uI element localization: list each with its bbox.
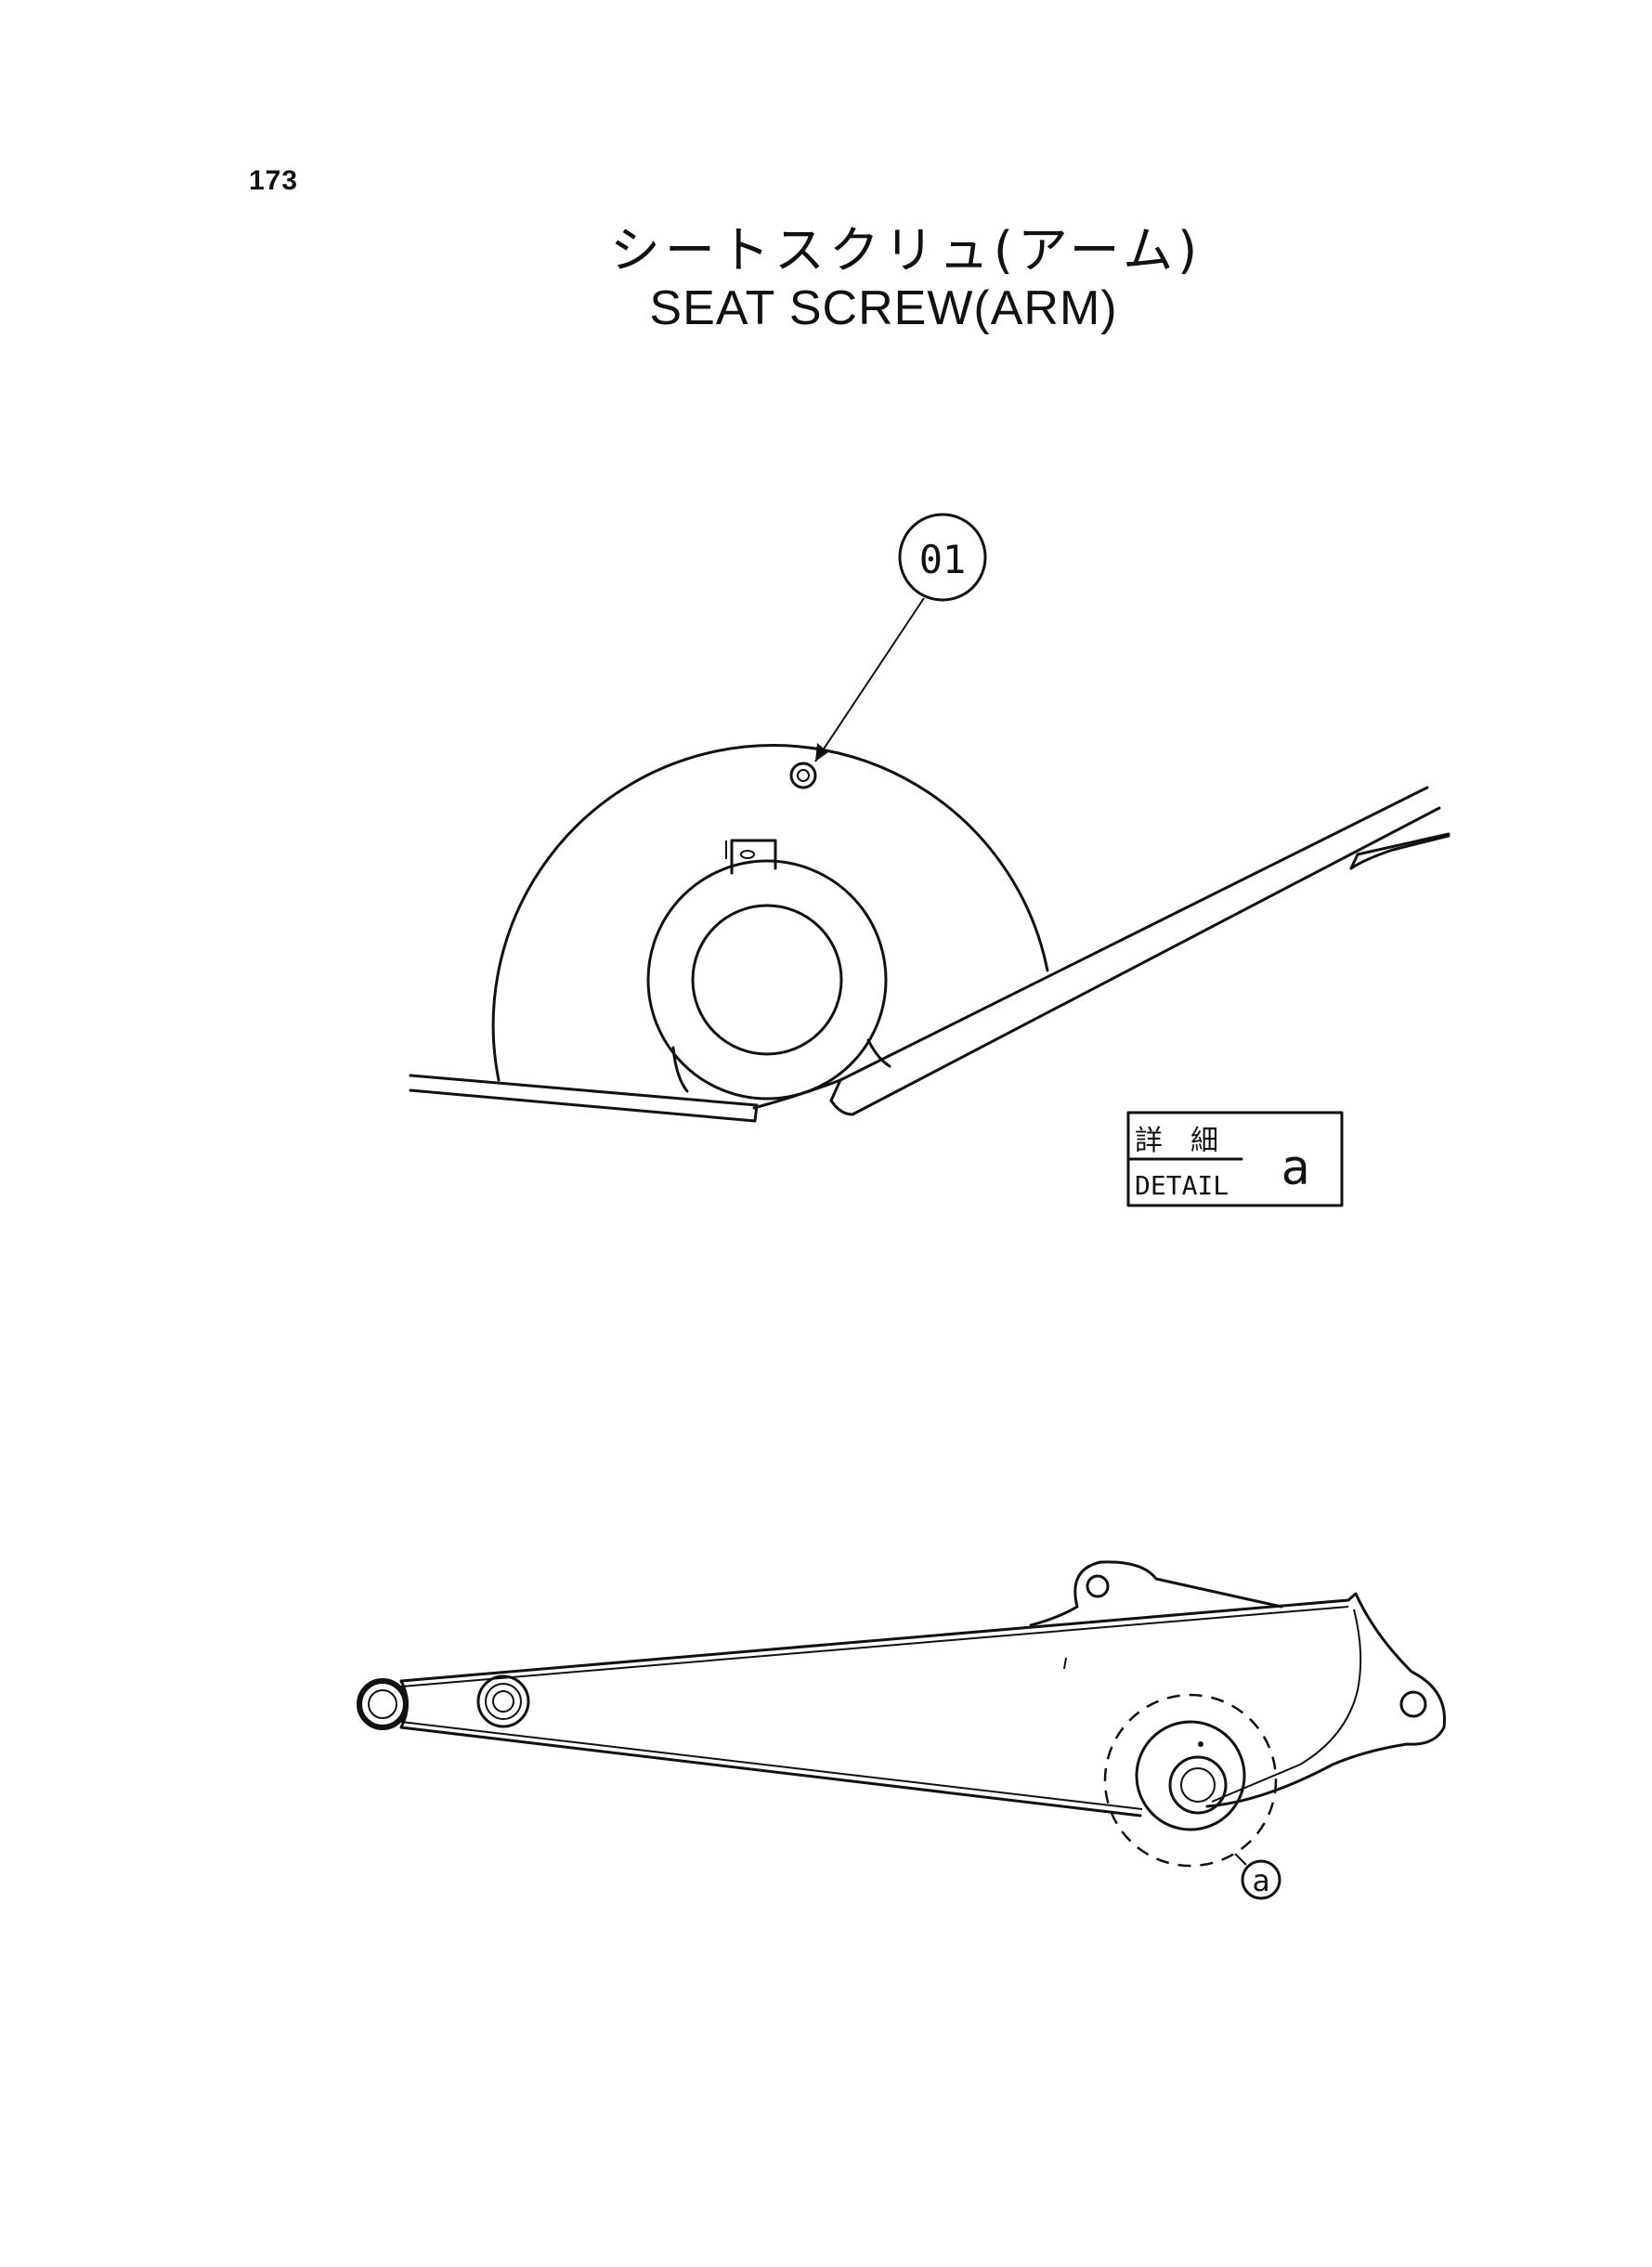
arm-boss-disc [1135,1720,1246,1831]
diagonal-stiffener [1349,834,1450,870]
detail-a-reference-circle [1103,1693,1278,1868]
detail-box-letter: a [1281,1140,1309,1196]
callout-01-arrowhead [815,743,828,762]
detail-a-marker-circle [1241,1859,1281,1900]
arm-link-boss [476,1674,530,1728]
callout-01-label: 01 [919,537,967,582]
arm-upper-flange [399,1598,1350,1683]
arm-tip-cap [399,1679,409,1729]
bottom-curve-plate [752,1078,842,1110]
detail-box-japanese: 詳 細 [1135,1125,1218,1157]
title-japanese: シートスクリュ(アーム) [609,221,1203,280]
callout-01-circle [898,513,987,602]
diagonal-plate-end [829,1078,842,1102]
diagonal-stiffener-edge [1349,832,1450,870]
detail-box-english: DETAIL [1135,1170,1229,1201]
page-number: 173 [249,165,299,196]
arm-boss-bushing [1168,1755,1228,1815]
detail-label-box: 詳 細 DETAIL a [1126,1111,1344,1207]
arm-upper-flange-inner [400,1606,1349,1687]
grease-boss [730,839,777,875]
diagonal-plate-upper [839,786,1429,1082]
arm-link-boss-ring [485,1683,522,1720]
arm-lower-flange [399,1726,1142,1818]
bushing-skirt-left [671,1046,689,1093]
arm-lower-flange-inner [400,1721,1143,1810]
arm-top-bracket-hole [1086,1574,1110,1598]
callout-01-leader [814,597,925,762]
arm-tip-pin [368,1689,397,1719]
seat-screw-inner [797,769,810,782]
bushing-outer-ring [646,859,888,1101]
arm-small-mark [1063,1657,1067,1670]
arm-rear-plate-inner [1211,1609,1362,1803]
title-english: SEAT SCREW(ARM) [649,281,1118,335]
detail-a-marker-letter: a [1252,1863,1269,1898]
arm-top-bracket [1029,1560,1283,1627]
bushing-skirt-right [866,1038,891,1068]
arm-overall-view: a [357,1560,1447,1900]
arm-tip-boss [357,1678,409,1730]
boss-disc-outline [491,744,1049,1082]
left-plate [409,1074,759,1123]
arm-link-pin [492,1690,514,1713]
seat-screw-outer [789,762,817,789]
arm-rear-hole [1399,1690,1427,1718]
arm-boss-bore [1180,1767,1216,1803]
arm-rear-plate [1205,1592,1447,1808]
bushing-inner-bore [691,904,843,1056]
grease-boss-hole [740,850,755,859]
detail-a-leader [1234,1853,1247,1866]
detail-a-view: 01 [409,513,1450,1123]
diagonal-plate-lower [829,806,1441,1116]
arm-seat-screw-dot [1198,1741,1203,1747]
title-block: シートスクリュ(アーム) SEAT SCREW(ARM) [0,221,1652,336]
